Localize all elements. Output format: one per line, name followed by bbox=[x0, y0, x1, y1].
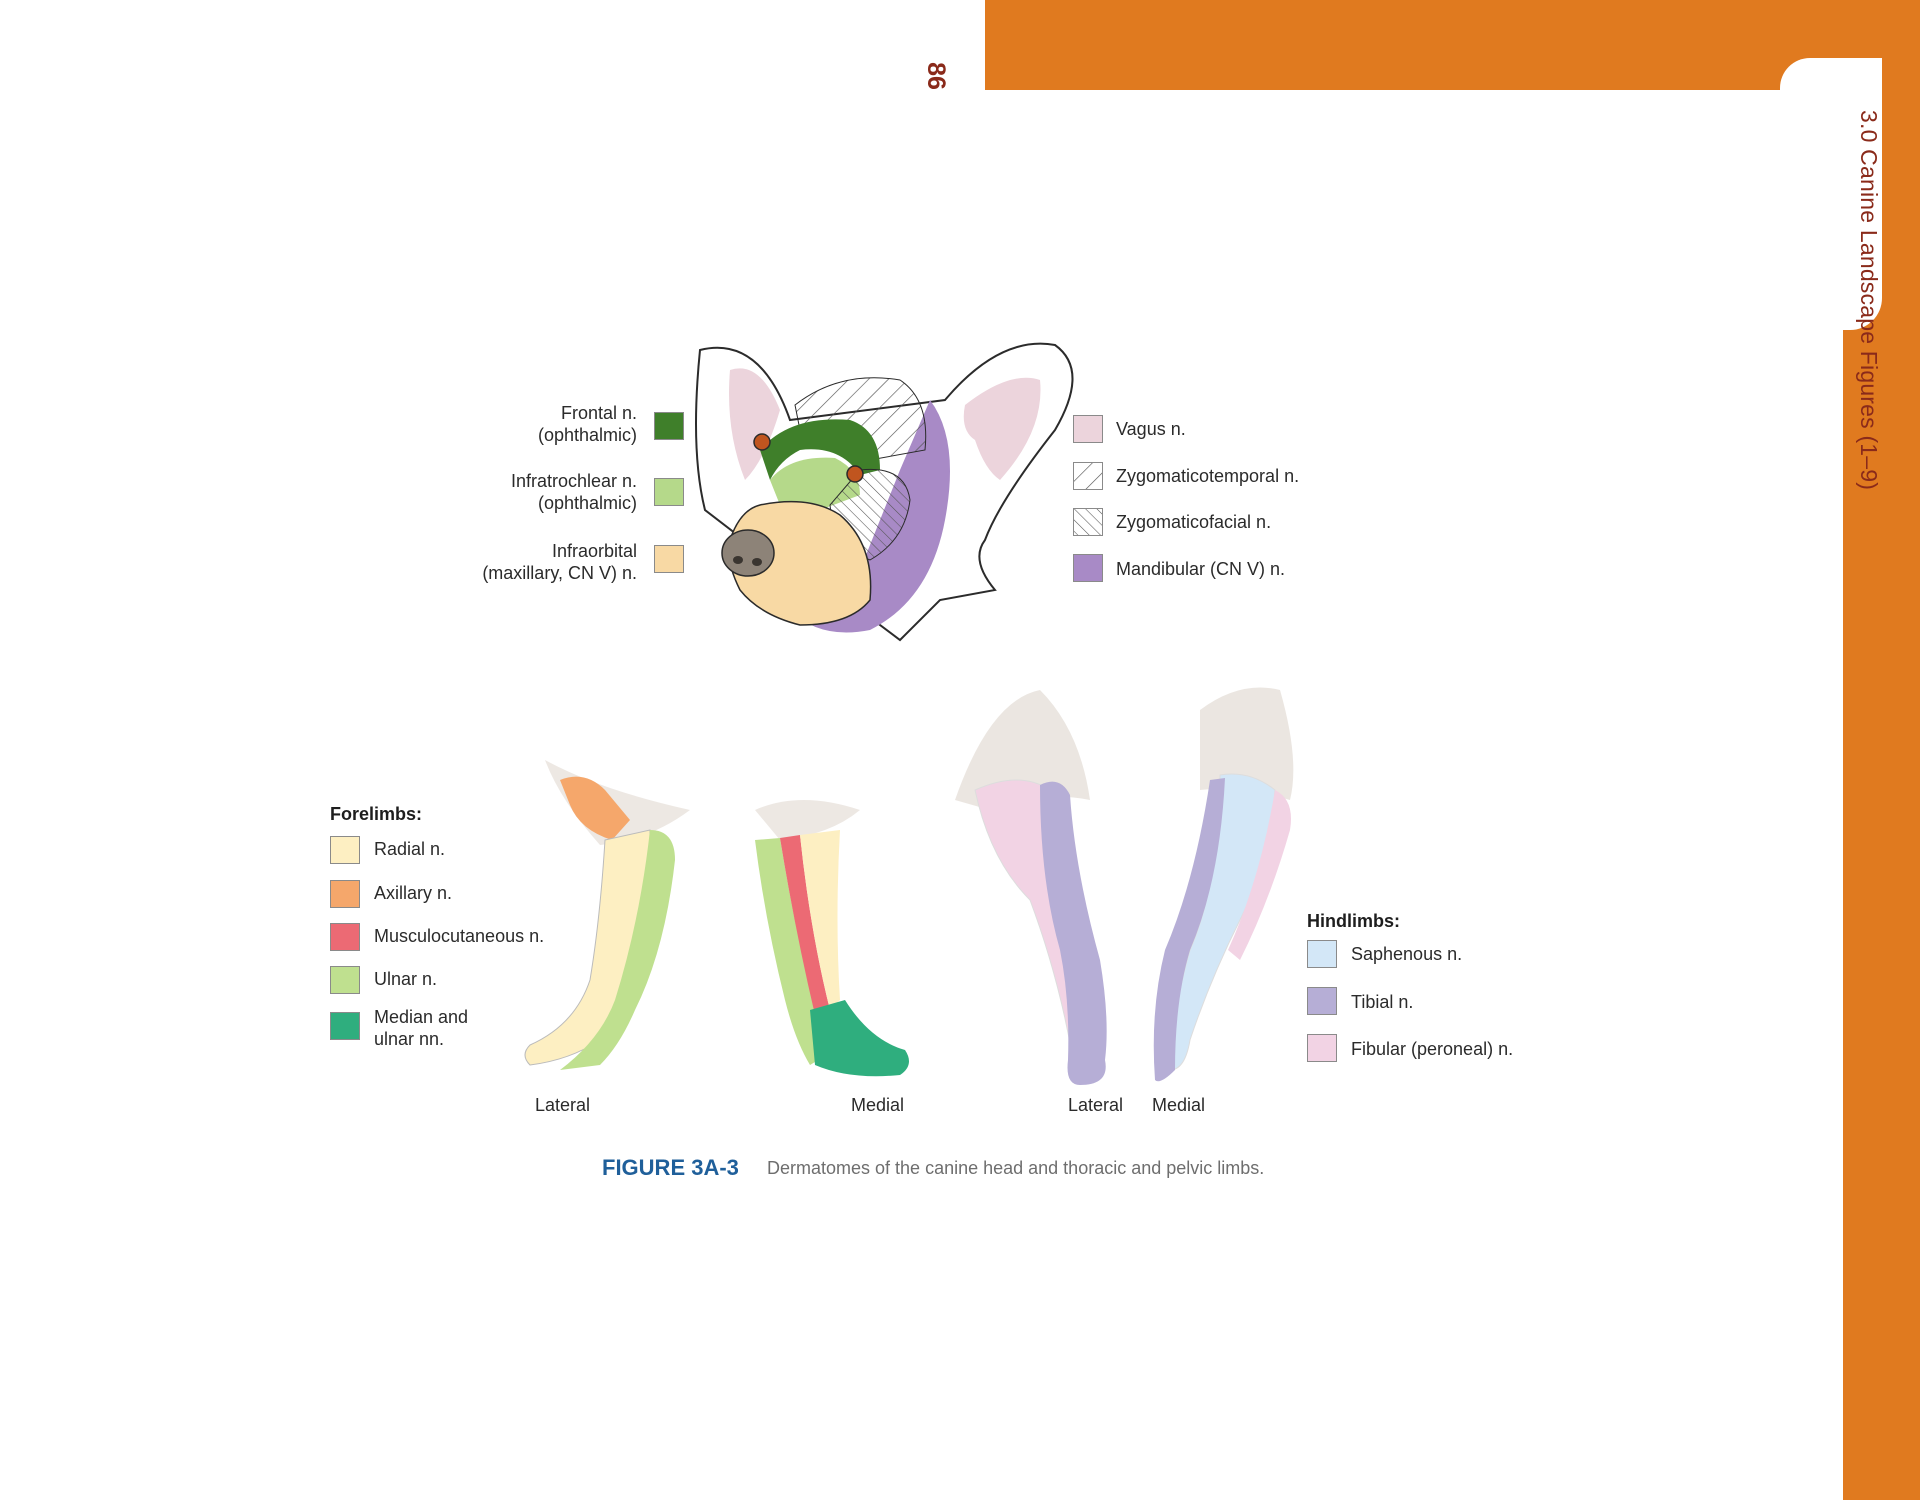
region-zygomaticotemporal bbox=[794, 377, 927, 461]
legend-infratrochlear-label: Infratrochlear n. (ophthalmic) bbox=[510, 471, 637, 513]
hindlimb-saphenous-label: Saphenous n. bbox=[1351, 944, 1463, 964]
forelimb-radial-label: Radial n. bbox=[374, 839, 446, 859]
hindlimb-lateral-tibial bbox=[1040, 781, 1107, 1085]
hindlimb-medial-tibial bbox=[1153, 778, 1225, 1082]
forelimb-medial-musculocutaneous bbox=[780, 835, 830, 1015]
forelimb-lateral-ulnar bbox=[560, 830, 675, 1070]
nose bbox=[721, 529, 775, 577]
forelimb-musculocutaneous-swatch bbox=[330, 923, 360, 951]
right-ear-inner bbox=[963, 377, 1041, 480]
hindlimb-medial-fibular bbox=[1228, 790, 1291, 960]
hindlimb-tibial-swatch bbox=[1307, 987, 1337, 1015]
section-tab-title: 3.0 Canine Landscape Figures (1–9) bbox=[1856, 109, 1882, 491]
forelimb-view-medial: Medial bbox=[851, 1095, 905, 1115]
legend-frontal-label: Frontal n. (ophthalmic) bbox=[537, 403, 637, 445]
legend-infratrochlear-swatch bbox=[654, 478, 684, 506]
legend-zygomaticofacial-swatch bbox=[1073, 508, 1103, 536]
forelimb-medial-median-ulnar bbox=[810, 1000, 909, 1077]
forelimb-medial-ulnar bbox=[755, 838, 835, 1065]
hindlimb-view-lateral: Lateral bbox=[1068, 1095, 1124, 1115]
legend-mandibular-swatch bbox=[1073, 554, 1103, 582]
legend-vagus-swatch bbox=[1073, 415, 1103, 443]
forelimb-axillary-label: Axillary n. bbox=[374, 883, 453, 903]
hindlimb-fibular-label: Fibular (peroneal) n. bbox=[1351, 1039, 1514, 1059]
forelimb-medial-shoulder bbox=[755, 800, 860, 840]
forelimb-view-lateral: Lateral bbox=[535, 1095, 591, 1115]
section-tab bbox=[1780, 58, 1882, 330]
forelimb-axillary-swatch bbox=[330, 880, 360, 908]
hindlimb-saphenous-swatch bbox=[1307, 940, 1337, 968]
legend-vagus-label: Vagus n. bbox=[1116, 419, 1186, 439]
legend-infraorbital-label: Infraorbital (maxillary, CN V) n. bbox=[482, 541, 637, 583]
hindlimb-tibial-label: Tibial n. bbox=[1351, 992, 1414, 1012]
head-outline bbox=[695, 342, 1074, 642]
legend-infraorbital-swatch bbox=[654, 545, 684, 573]
region-zygomaticofacial bbox=[829, 468, 911, 561]
forelimb-lateral-radial bbox=[524, 829, 651, 1066]
hindlimb-medial-saphenous bbox=[1169, 773, 1276, 1071]
forelimb-median-ulnar-label: Median and ulnar nn. bbox=[374, 1007, 469, 1049]
forelimb-ulnar-swatch bbox=[330, 966, 360, 994]
hindlimb-fibular-swatch bbox=[1307, 1034, 1337, 1062]
legend-zygomaticofacial-label: Zygomaticofacial n. bbox=[1116, 512, 1272, 532]
region-infratrochlear bbox=[770, 457, 860, 510]
hindlimb-view-medial: Medial bbox=[1152, 1095, 1206, 1115]
forelimb-lateral-shoulder bbox=[545, 760, 690, 845]
region-mandibular bbox=[790, 400, 950, 633]
eye-left bbox=[753, 433, 771, 451]
forelimb-radial-swatch bbox=[330, 836, 360, 864]
legend-zygomaticotemporal-swatch bbox=[1073, 462, 1103, 490]
hindlimb-lateral-hip bbox=[955, 690, 1090, 810]
figure-caption-text: Dermatomes of the canine head and thorac… bbox=[767, 1158, 1265, 1178]
left-ear-inner bbox=[729, 368, 780, 480]
figure-caption-label: FIGURE 3A-3 bbox=[602, 1155, 739, 1180]
page-number: 86 bbox=[922, 62, 950, 90]
hindlimb-medial-hip bbox=[1200, 687, 1294, 800]
legend-zygomaticotemporal-label: Zygomaticotemporal n. bbox=[1116, 466, 1300, 486]
legend-mandibular-label: Mandibular (CN V) n. bbox=[1116, 559, 1286, 579]
region-infraorbital bbox=[728, 500, 872, 626]
forelimb-ulnar-label: Ulnar n. bbox=[374, 969, 438, 989]
forelimb-medial-radial bbox=[800, 830, 840, 1010]
hindlimb-lateral-fibular bbox=[974, 779, 1096, 1071]
eye-right bbox=[846, 465, 864, 483]
forelimb-lateral-axillary bbox=[560, 776, 630, 840]
region-frontal bbox=[760, 419, 880, 480]
forelimb-musculocutaneous-label: Musculocutaneous n. bbox=[374, 926, 545, 946]
legend-frontal-swatch bbox=[654, 412, 684, 440]
hindlimbs-heading: Hindlimbs: bbox=[1307, 911, 1400, 931]
forelimbs-heading: Forelimbs: bbox=[330, 804, 423, 824]
forelimb-median-ulnar-swatch bbox=[330, 1012, 360, 1040]
top-orange-band bbox=[985, 0, 1920, 90]
